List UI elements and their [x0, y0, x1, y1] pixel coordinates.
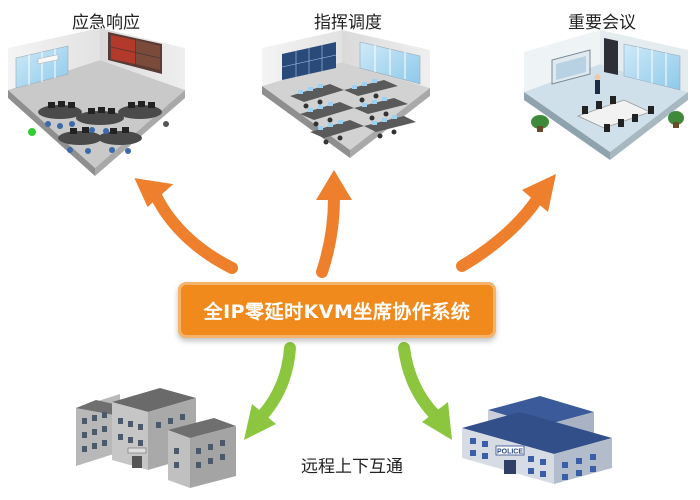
arrow-to-dispatch	[316, 170, 352, 278]
center-system-box: 全IP零延时KVM坐席协作系统	[178, 282, 496, 338]
remote-interconnect-label: 远程上下互通	[301, 457, 403, 477]
government-building-illustration	[76, 388, 236, 488]
scene-label-meeting: 重要会议	[568, 13, 636, 33]
arrow-to-emergency	[134, 178, 238, 274]
center-system-title: 全IP零延时KVM坐席协作系统	[203, 300, 471, 323]
scene-label-emergency: 应急响应	[72, 13, 140, 33]
meeting-room-illustration	[524, 30, 688, 160]
emergency-room-illustration	[8, 28, 185, 176]
arrow-to-police-building	[398, 342, 452, 440]
scene-label-dispatch: 指挥调度	[314, 13, 382, 33]
police-sign-text: POLICE	[497, 449, 523, 456]
police-building-illustration: POLICE	[462, 396, 612, 484]
arrow-to-meeting	[456, 174, 556, 272]
dispatch-room-illustration	[262, 30, 430, 158]
arrow-to-government-building	[244, 342, 296, 440]
